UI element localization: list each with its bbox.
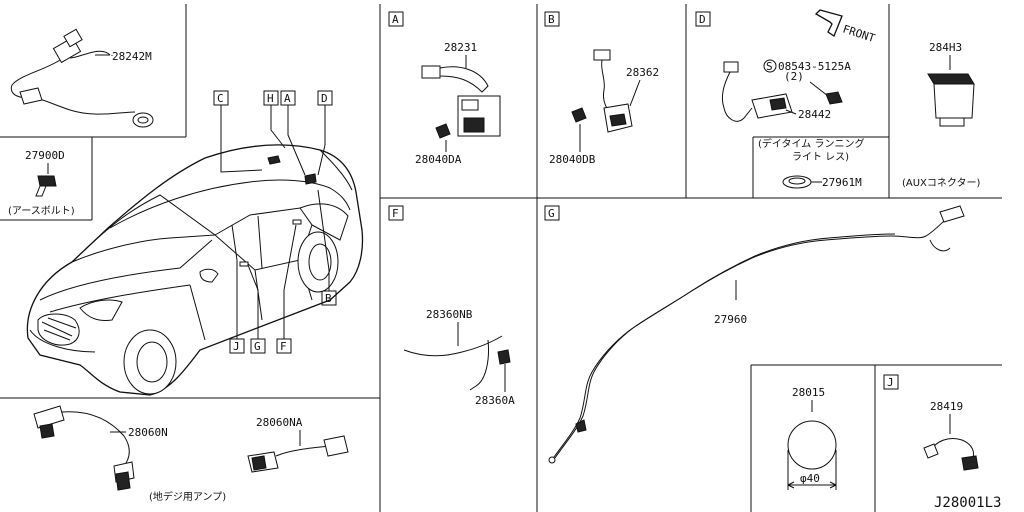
part-28442: FRONT S 08543-5125A (2) 28442 (デイタイム ランニ… — [721, 9, 877, 189]
part-28015: 28015 φ40 — [787, 386, 837, 490]
part-28242M: 28242M — [10, 28, 154, 128]
label-28040DA: 28040DA — [415, 153, 462, 166]
svg-text:D: D — [321, 92, 328, 105]
section-label-F: F — [388, 205, 404, 221]
label-28242M: 28242M — [112, 50, 152, 63]
section-label-B: B — [544, 11, 560, 27]
part-28362: 28362 28040DB — [549, 49, 659, 166]
label-tv-amp: (地デジ用アンプ) — [149, 490, 226, 503]
part-27961M: 27961M — [782, 175, 862, 189]
car-callout-C: C — [213, 90, 229, 106]
front-arrow-icon: FRONT — [814, 9, 877, 45]
svg-text:B: B — [548, 13, 555, 26]
car-callout-D: D — [317, 90, 333, 106]
label-28360A: 28360A — [475, 394, 515, 407]
svg-text:J: J — [887, 376, 894, 389]
svg-text:J: J — [233, 340, 240, 353]
section-label-G: G — [544, 205, 560, 221]
label-28360NB: 28360NB — [426, 308, 473, 321]
label-diameter-40: φ40 — [800, 472, 820, 485]
label-28362: 28362 — [626, 66, 659, 79]
part-28060NA: 28060NA (地デジ用アンプ) — [149, 416, 349, 503]
label-28060NA: 28060NA — [256, 416, 303, 429]
svg-text:H: H — [267, 92, 274, 105]
car-illustration — [26, 105, 364, 396]
label-screw-s: S — [766, 60, 773, 73]
part-28060N: 28060N — [33, 405, 168, 491]
svg-text:G: G — [548, 207, 555, 220]
label-daytime-note-1: (デイタイム ランニング — [758, 137, 864, 150]
label-front: FRONT — [841, 22, 877, 45]
svg-text:C: C — [217, 92, 224, 105]
section-label-J: J — [883, 374, 899, 390]
panel-dividers — [0, 4, 1002, 512]
car-callout-A: A — [280, 90, 296, 106]
part-28231: 28231 28040DA — [415, 41, 501, 166]
label-daytime-note-2: ライト レス) — [792, 151, 849, 163]
svg-text:F: F — [280, 340, 287, 353]
svg-text:A: A — [392, 13, 399, 26]
car-callout-H: H — [263, 90, 279, 106]
label-28419: 28419 — [930, 400, 963, 413]
label-27961M: 27961M — [822, 176, 862, 189]
diagram-id: J28001L3 — [934, 495, 1001, 511]
car-callout-F: F — [276, 338, 292, 354]
label-28040DB: 28040DB — [549, 153, 596, 166]
svg-text:A: A — [284, 92, 291, 105]
label-28015: 28015 — [792, 386, 825, 399]
label-27960: 27960 — [714, 313, 747, 326]
part-27900D: 27900D (アースボルト) — [8, 149, 75, 217]
svg-text:G: G — [254, 340, 261, 353]
part-28419: 28419 — [923, 400, 979, 471]
label-qty-2: (2) — [784, 70, 804, 83]
svg-text:B: B — [325, 292, 332, 305]
car-callout-G: G — [250, 338, 266, 354]
part-27960: 27960 — [548, 205, 965, 464]
label-aux-connector: (AUXコネクター) — [902, 177, 981, 189]
label-28442: 28442 — [798, 108, 831, 121]
svg-text:F: F — [392, 207, 399, 220]
label-08543-5125A: 08543-5125A — [778, 60, 851, 73]
label-284H3: 284H3 — [929, 41, 962, 54]
label-28231: 28231 — [444, 41, 477, 54]
part-284H3: 284H3 (AUXコネクター) — [902, 41, 981, 189]
car-callout-J: J — [229, 338, 245, 354]
label-27900D: 27900D — [25, 149, 65, 162]
svg-text:D: D — [699, 13, 706, 26]
section-label-D: D — [695, 11, 711, 27]
label-28060N: 28060N — [128, 426, 168, 439]
section-label-A: A — [388, 11, 404, 27]
part-28360NB: 28360NB 28360A — [403, 308, 515, 407]
label-earth-bolt: (アースボルト) — [8, 205, 75, 217]
